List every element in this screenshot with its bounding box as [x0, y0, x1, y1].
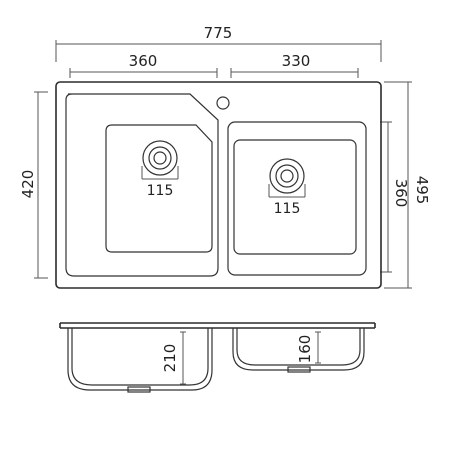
sink-outer-outline — [55, 81, 382, 289]
left-height-label: 420 — [19, 170, 37, 199]
right-bowl-section — [232, 328, 365, 371]
right-drain: 115 — [268, 158, 306, 217]
bowl-width-dimensions: 360 330 — [69, 52, 359, 78]
right-drain-stub — [287, 366, 311, 373]
overall-depth-dimension: 495 — [384, 81, 431, 289]
left-recess-outline — [65, 93, 219, 277]
overall-depth-label: 495 — [413, 176, 431, 205]
left-drain: 115 — [141, 140, 179, 199]
right-drain-label: 115 — [274, 201, 301, 217]
right-recess-outline — [227, 121, 367, 276]
left-bowl-depth-label: 210 — [161, 344, 179, 373]
left-bowl — [105, 124, 213, 253]
overall-width-label: 775 — [204, 24, 233, 42]
sink-side-view: 210 160 — [59, 322, 376, 393]
right-bowl — [233, 139, 357, 255]
right-bowl-depth-label: 160 — [296, 335, 314, 364]
left-height-dimension: 420 — [19, 91, 48, 279]
left-bowl-width-label: 360 — [129, 52, 158, 70]
left-drain-label: 115 — [147, 183, 174, 199]
faucet-hole — [216, 96, 230, 110]
overall-width-dimension: 775 — [55, 24, 382, 62]
left-drain-stub — [127, 386, 151, 393]
left-bowl-section — [67, 328, 213, 391]
sink-top-view: 115 115 — [55, 81, 382, 289]
right-bowl-length-dimension: 360 — [380, 121, 410, 273]
right-bowl-length-label: 360 — [392, 179, 410, 208]
right-bowl-width-label: 330 — [282, 52, 311, 70]
